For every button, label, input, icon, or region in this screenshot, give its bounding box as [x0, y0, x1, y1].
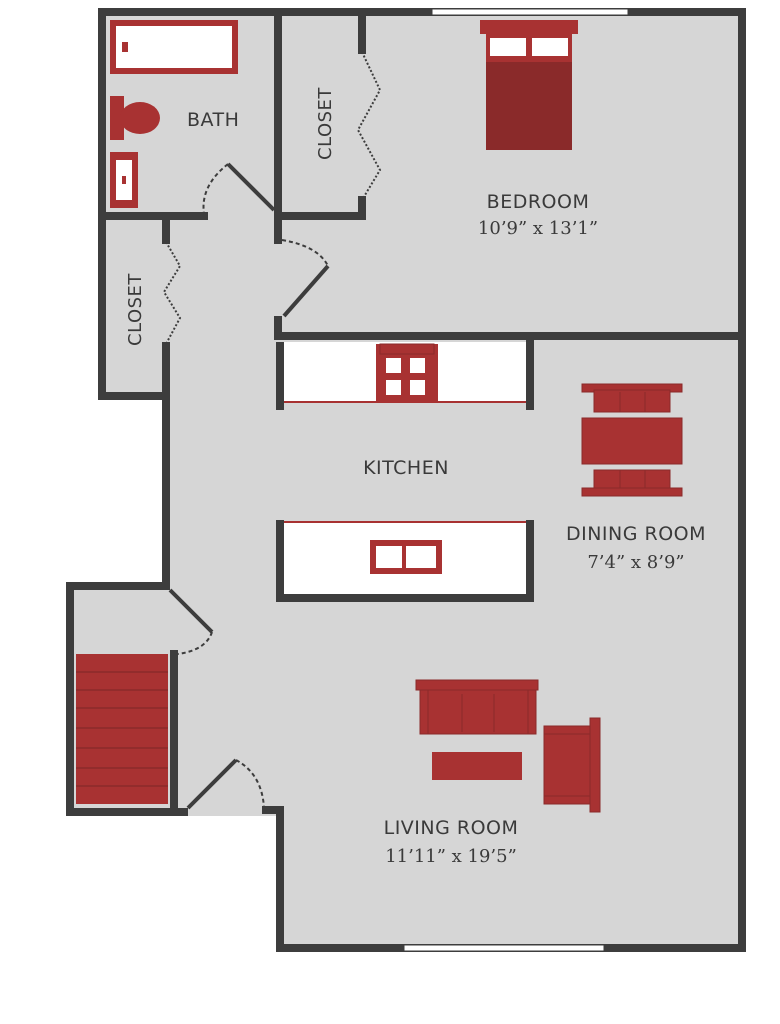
- living-room-dimensions: 11’11” x 19’5”: [385, 846, 517, 867]
- stove: [376, 343, 438, 402]
- kitchen-sink: [370, 540, 442, 574]
- living-room-label: LIVING ROOM: [384, 817, 519, 839]
- dining-room-label: DINING ROOM: [566, 523, 706, 545]
- lower-closet-label: CLOSET: [125, 273, 146, 346]
- sofa: [415, 679, 539, 735]
- upper-closet-label: CLOSET: [315, 87, 336, 160]
- bedroom-dimensions: 10’9” x 13’1”: [478, 218, 598, 239]
- bedroom-window: [431, 8, 629, 16]
- armchair: [543, 717, 601, 813]
- living-window: [403, 944, 605, 952]
- bath-fixtures: [110, 20, 238, 208]
- kitchen-walls: [276, 336, 534, 602]
- coffee-table: [432, 752, 522, 780]
- bed: [480, 20, 578, 150]
- lower-closet-floor: [104, 218, 168, 394]
- kitchen-label: KITCHEN: [363, 457, 449, 479]
- toilet: [110, 96, 160, 140]
- dining-set: [581, 383, 683, 497]
- bath-label: BATH: [187, 109, 239, 131]
- doors: [162, 51, 382, 810]
- dining-room-dimensions: 7’4” x 8’9”: [587, 552, 684, 573]
- entry-floor: [170, 620, 280, 810]
- windows: [403, 8, 629, 952]
- stairs: [76, 654, 168, 804]
- bedroom-label: BEDROOM: [487, 191, 590, 213]
